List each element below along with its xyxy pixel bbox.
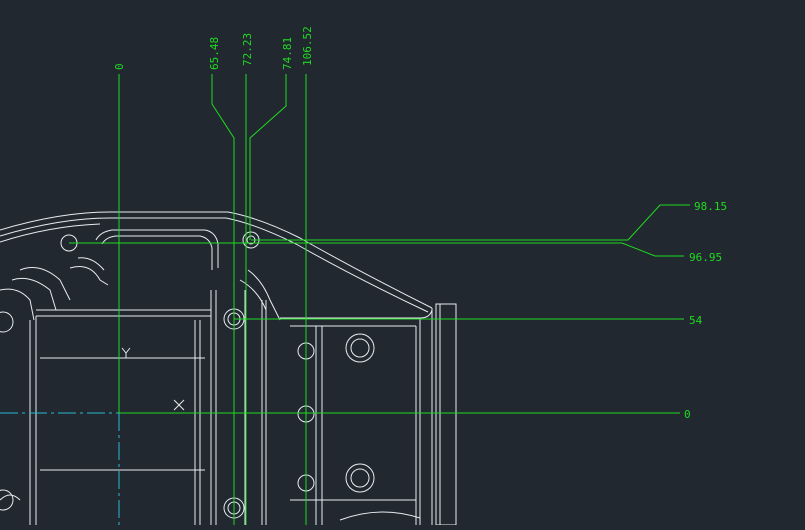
ordinate-dimension-lines [69, 74, 690, 525]
dim-text-v-106-52: 106.52 [301, 26, 314, 66]
dim-text-v-65-48: 65.48 [208, 37, 221, 70]
dim-text-v-0: 0 [113, 63, 126, 70]
dim-text-h-0: 0 [684, 408, 691, 421]
vertical-dimension-texts: 0 65.48 72.23 74.81 106.52 [113, 26, 314, 70]
ucs-icon [121, 347, 185, 411]
holes [0, 231, 375, 519]
part-geometry [0, 211, 457, 526]
dim-text-h-96-95: 96.95 [689, 251, 722, 264]
centerline [0, 412, 560, 525]
dim-text-v-74-81: 74.81 [281, 37, 294, 70]
dim-text-h-98-15: 98.15 [694, 200, 727, 213]
horizontal-dimension-texts: 98.15 96.95 54 0 [684, 200, 727, 421]
dim-text-h-54: 54 [689, 314, 703, 327]
dim-text-v-72-23: 72.23 [241, 33, 254, 66]
